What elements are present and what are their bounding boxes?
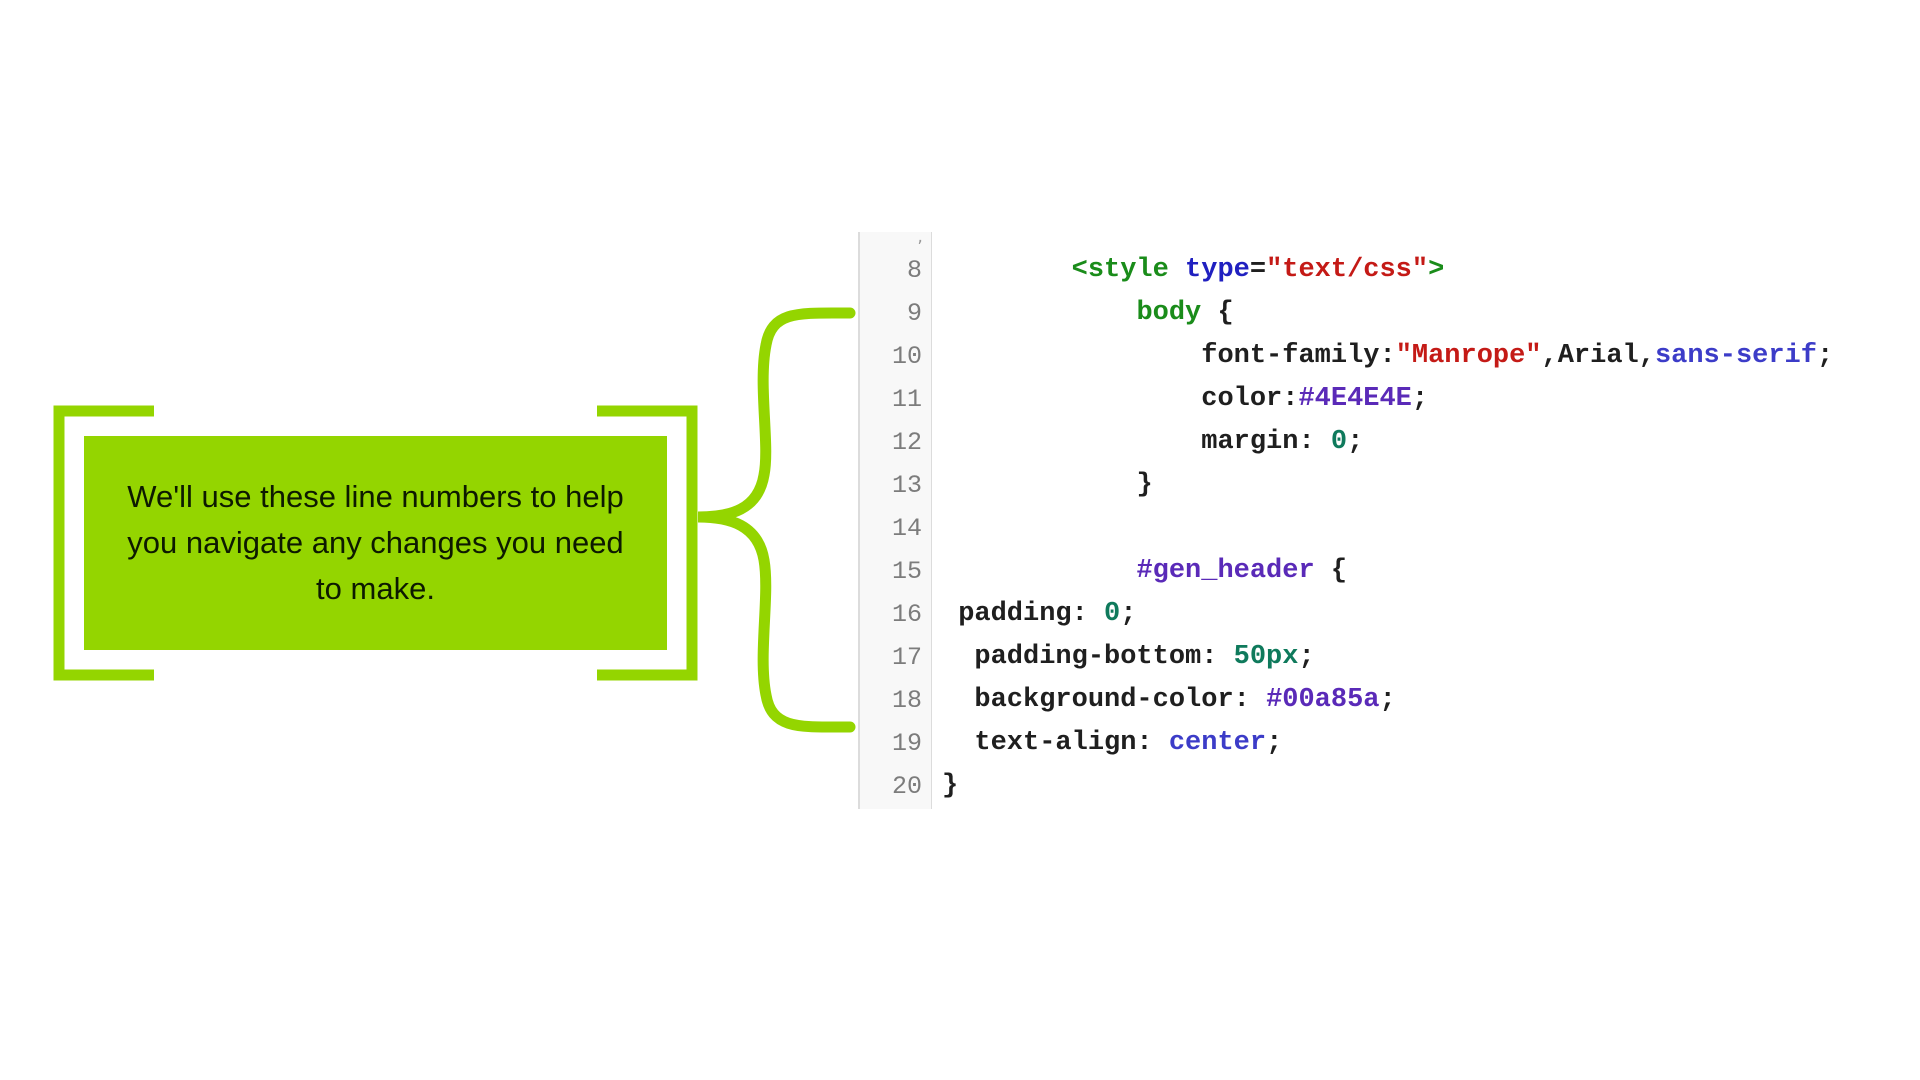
line-number: 10: [891, 342, 922, 371]
code-token: margin:: [1201, 427, 1331, 457]
code-token: color:: [1201, 384, 1299, 414]
code-token: }: [1136, 470, 1153, 500]
code-token: #4E4E4E: [1298, 384, 1412, 414]
code-token: >: [1428, 255, 1445, 285]
code-token: #gen_header: [1136, 556, 1315, 586]
line-number: 16: [891, 600, 922, 629]
code-token: ;: [1120, 599, 1137, 629]
code-text: <style type="text/css">: [942, 249, 1445, 292]
code-token: =: [1249, 255, 1267, 285]
code-token: padding-bottom:: [974, 642, 1234, 672]
code-text: background-color: #00a85a;: [942, 679, 1396, 722]
line-number: 8: [906, 256, 922, 285]
callout-text: We'll use these line numbers to help you…: [127, 479, 624, 606]
line-number: 9: [906, 299, 922, 328]
code-text: #gen_header {: [942, 550, 1347, 593]
code-line: 10 font-family:"Manrope",Arial,sans-seri…: [858, 335, 1898, 378]
code-token: {: [1314, 556, 1348, 586]
bracket-frame: [53, 405, 698, 681]
code-token: ;: [1347, 427, 1364, 457]
code-line: 8 <style type="text/css">: [858, 249, 1898, 292]
line-number: 15: [891, 557, 922, 586]
code-token: <style: [1071, 255, 1186, 285]
code-text: padding-bottom: 50px;: [942, 636, 1315, 679]
code-token: {: [1201, 298, 1234, 328]
code-text: text-align: center;: [942, 722, 1282, 765]
code-line: 9 body {: [858, 292, 1898, 335]
code-token: "text/css": [1266, 255, 1429, 285]
code-line: 13 }: [858, 464, 1898, 507]
line-number: 14: [891, 514, 922, 543]
code-token: ;: [1816, 341, 1834, 371]
code-token: center: [1168, 728, 1267, 758]
code-token: padding:: [958, 599, 1105, 629]
code-token: body: [1136, 298, 1202, 328]
code-line: 11 color:#4E4E4E;: [858, 378, 1898, 421]
code-token: background-color:: [974, 685, 1267, 715]
code-token: 50px: [1233, 642, 1299, 672]
line-number-gutter: ,: [858, 230, 932, 809]
gutter-fragment: ,: [916, 230, 925, 246]
code-line: 14: [858, 507, 1898, 550]
line-number: 20: [891, 772, 922, 801]
code-token: 0: [1104, 599, 1121, 629]
code-text: }: [942, 464, 1153, 507]
code-line: 20}: [858, 765, 1898, 808]
code-token: type: [1185, 255, 1250, 285]
code-token: ,Arial,: [1541, 341, 1655, 371]
code-token: #00a85a: [1266, 685, 1380, 715]
code-token: ;: [1298, 642, 1315, 672]
code-text: body {: [942, 292, 1234, 335]
code-line: 15 #gen_header {: [858, 550, 1898, 593]
code-token: sans-serif: [1654, 341, 1817, 371]
code-line: 19 text-align: center;: [858, 722, 1898, 765]
code-text: font-family:"Manrope",Arial,sans-serif;: [942, 335, 1833, 378]
line-number: 19: [891, 729, 922, 758]
code-token: font-family:: [1201, 341, 1396, 371]
code-token: ;: [1379, 685, 1396, 715]
code-token: }: [942, 771, 959, 801]
line-number: 13: [891, 471, 922, 500]
callout-box: We'll use these line numbers to help you…: [84, 436, 667, 650]
code-token: 0: [1330, 427, 1348, 457]
code-text: color:#4E4E4E;: [942, 378, 1428, 421]
code-token: "Manrope": [1395, 341, 1542, 371]
line-number: 17: [891, 643, 922, 672]
line-number: 18: [891, 686, 922, 715]
line-number: 12: [891, 428, 922, 457]
callout: We'll use these line numbers to help you…: [53, 405, 698, 681]
code-text: margin: 0;: [942, 421, 1363, 464]
code-token: text-align:: [974, 728, 1169, 758]
code-editor: , 8 <style type="text/css">9 body {10 fo…: [858, 230, 1898, 809]
curly-brace-icon: [697, 307, 856, 733]
code-token: ;: [1411, 384, 1429, 414]
code-line: 17 padding-bottom: 50px;: [858, 636, 1898, 679]
code-text: padding: 0;: [942, 593, 1136, 636]
line-number: 11: [891, 385, 922, 414]
code-line: 12 margin: 0;: [858, 421, 1898, 464]
code-text: }: [942, 765, 958, 808]
code-line: 18 background-color: #00a85a;: [858, 679, 1898, 722]
code-token: ;: [1266, 728, 1283, 758]
code-line: 16 padding: 0;: [858, 593, 1898, 636]
